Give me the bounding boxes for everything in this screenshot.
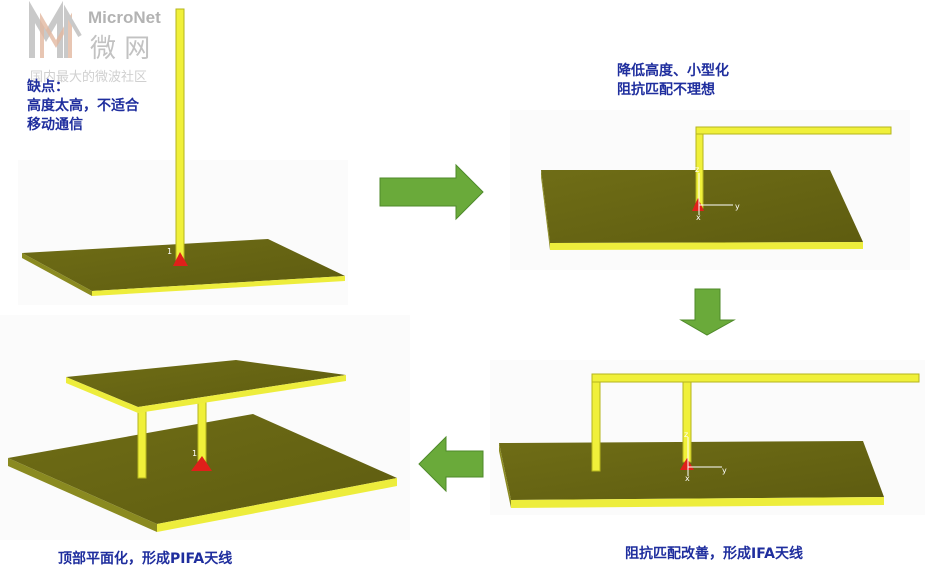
arrow-right-icon (380, 165, 483, 219)
panel-3-axis-y-label: y (722, 466, 727, 475)
panel-2-axis-z-label: z (695, 165, 699, 174)
arrow-left-icon (419, 437, 483, 491)
arrow-down-icon (681, 289, 734, 335)
panel-2-horizontal-arm (696, 127, 891, 134)
panel-1-monopole-wire (176, 9, 184, 260)
panel-4-pifa-antenna: 1 (8, 360, 397, 532)
panel-2-ground-edge (550, 242, 863, 250)
panel-3-axis-z-label: z (684, 430, 688, 439)
panel-4-short-post (138, 408, 146, 478)
panel-1-caption-line: 缺点： (27, 78, 139, 97)
panel-1-caption-line: 移动通信 (27, 116, 139, 135)
panel-3-caption: 阻抗匹配改善，形成IFA天线 (625, 545, 803, 564)
panel-2-axis-x-label: x (696, 213, 701, 222)
panel-3-axis-x-label: x (685, 474, 690, 483)
panel-3-feed-wire (683, 376, 691, 462)
panel-2-inverted-l-antenna: z y x (541, 127, 891, 250)
panel-2-caption: 降低高度、小型化 阻抗匹配不理想 (617, 62, 729, 100)
micronet-logo-icon (32, 12, 80, 58)
panel-3-ifa-antenna: z y x (499, 374, 919, 508)
panel-3-horizontal-arm (592, 374, 919, 382)
panel-1-caption-line: 高度太高，不适合 (27, 97, 139, 116)
panel-2-axis-y-label: y (735, 202, 740, 211)
panel-2-caption-line: 降低高度、小型化 (617, 62, 729, 81)
watermark-brand-en: MicroNet (88, 8, 161, 28)
panel-4-caption: 顶部平面化，形成PIFA天线 (58, 550, 232, 569)
panel-3-short-wire (592, 376, 600, 471)
panel-1-caption: 缺点： 高度太高，不适合 移动通信 (27, 78, 139, 135)
panel-2-caption-line: 阻抗匹配不理想 (617, 81, 729, 100)
panel-1-port-label: 1 (167, 247, 172, 256)
watermark-brand-cn: 微 网 (90, 28, 150, 65)
panel-4-port-label: 1 (192, 449, 197, 458)
